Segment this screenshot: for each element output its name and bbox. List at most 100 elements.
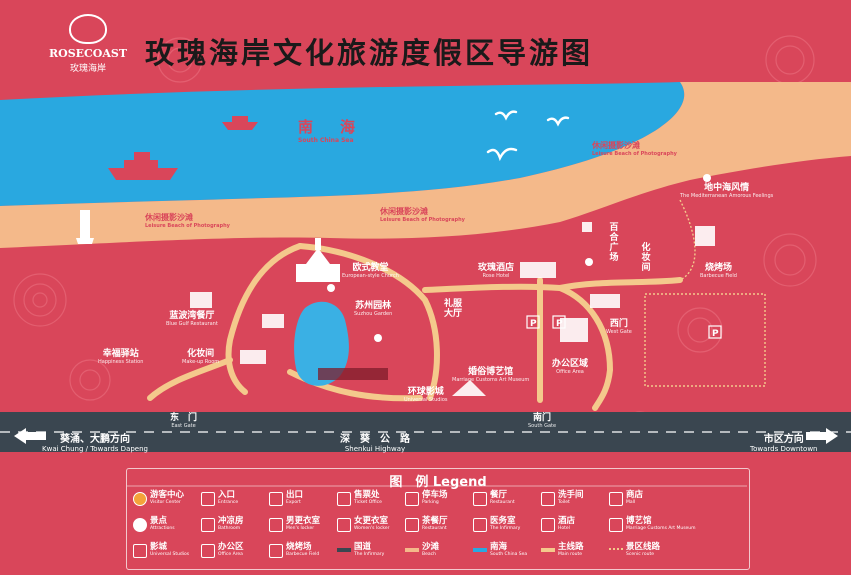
legend-label-en: The Infirmary bbox=[490, 525, 521, 531]
svg-text:P: P bbox=[530, 319, 537, 329]
legend-label-cn: 茶餐厅 bbox=[422, 516, 448, 526]
legend-label-en: Attractions bbox=[150, 525, 175, 531]
brand-name-cn: 玫瑰海岸 bbox=[69, 64, 106, 74]
legend-label-en: Main route bbox=[558, 551, 583, 557]
legend-label-en: Restaurant bbox=[422, 525, 447, 531]
place-label: 烧烤场 bbox=[704, 263, 732, 273]
place-label: 百合广场 bbox=[609, 223, 619, 263]
exit-icon bbox=[269, 492, 283, 506]
beach-label-en: Leisure Beach of Photography bbox=[380, 217, 465, 223]
legend-label-en: Men's locker bbox=[286, 525, 315, 531]
women-locker-icon bbox=[337, 518, 351, 532]
parking-icon bbox=[405, 492, 419, 506]
place-label-en: Universal Studios bbox=[404, 396, 448, 403]
legend-label-en: Export bbox=[286, 499, 301, 505]
legend-label-cn: 医务室 bbox=[490, 516, 516, 526]
tea-icon bbox=[405, 518, 419, 532]
legend-label-en: Women's locker bbox=[354, 525, 390, 531]
place-label-en: Office Area bbox=[556, 368, 584, 375]
medical-icon bbox=[473, 518, 487, 532]
place-label: 欧式教堂 bbox=[352, 263, 389, 273]
legend-label-en: The Infirmary bbox=[354, 551, 385, 557]
legend-label-cn: 冲凉房 bbox=[218, 516, 244, 526]
legend-label-en: Marriage Customs Art Museum bbox=[626, 525, 696, 531]
legend-label-cn: 景点 bbox=[150, 516, 168, 526]
place-label-en: Suzhou Garden bbox=[354, 310, 393, 317]
beach-label-en: Leisure Beach of Photography bbox=[145, 223, 230, 229]
place-label-en: European-style Church bbox=[342, 272, 399, 279]
brand-logo: ROSECOAST 玫瑰海岸 bbox=[48, 14, 128, 74]
legend-label-en: South China Sea bbox=[490, 551, 528, 557]
legend-label-cn: 洗手间 bbox=[558, 490, 584, 500]
museum-icon bbox=[609, 518, 623, 532]
shower-icon bbox=[201, 518, 215, 532]
toilet-icon bbox=[541, 492, 555, 506]
legend-label-en: Beach bbox=[422, 551, 436, 557]
sea-label-cn: 南 海 bbox=[298, 118, 362, 136]
place-label-en: Make-up Room bbox=[182, 358, 220, 365]
place-label: 环球影城 bbox=[407, 387, 444, 397]
place-lily-square[interactable]: 百合广场 bbox=[608, 223, 620, 264]
legend-label-cn: 沙滩 bbox=[422, 542, 440, 552]
place-dress-hall[interactable]: 礼服大厅 bbox=[444, 299, 462, 320]
beach-area bbox=[0, 82, 851, 248]
building-icons bbox=[190, 222, 715, 396]
place-label: 幸福驿站 bbox=[102, 349, 139, 359]
legend-label-en: Universal Studios bbox=[150, 551, 190, 557]
lake bbox=[294, 301, 349, 386]
place-label: 西门 bbox=[609, 319, 628, 329]
men-locker-icon bbox=[269, 518, 283, 532]
beach-label-cn: 休闲摄影沙滩 bbox=[592, 141, 640, 150]
highway-label-en: Shenkui Highway bbox=[344, 445, 406, 453]
legend-label-cn: 博艺馆 bbox=[626, 516, 652, 526]
arrow-left-icon bbox=[14, 428, 46, 444]
place-label: 苏州园林 bbox=[355, 301, 392, 311]
legend-label-en: Visitor Center bbox=[150, 499, 181, 505]
place-label: 化妆间 bbox=[187, 349, 215, 359]
scenic-routes bbox=[644, 199, 766, 387]
place-makeup-room-east[interactable]: 化妆间 bbox=[640, 243, 652, 274]
legend-label-en: Restaurant bbox=[490, 499, 515, 505]
place-label-en: East Gate bbox=[171, 422, 196, 429]
place-label: 婚俗博艺馆 bbox=[468, 367, 514, 377]
beach-label-east: 休闲摄影沙滩 Leisure Beach of Photography bbox=[592, 140, 677, 157]
place-label-en: South Gate bbox=[528, 422, 557, 429]
legend-label-en: Hotel bbox=[558, 525, 570, 531]
beach-label-cn: 休闲摄影沙滩 bbox=[380, 207, 428, 216]
